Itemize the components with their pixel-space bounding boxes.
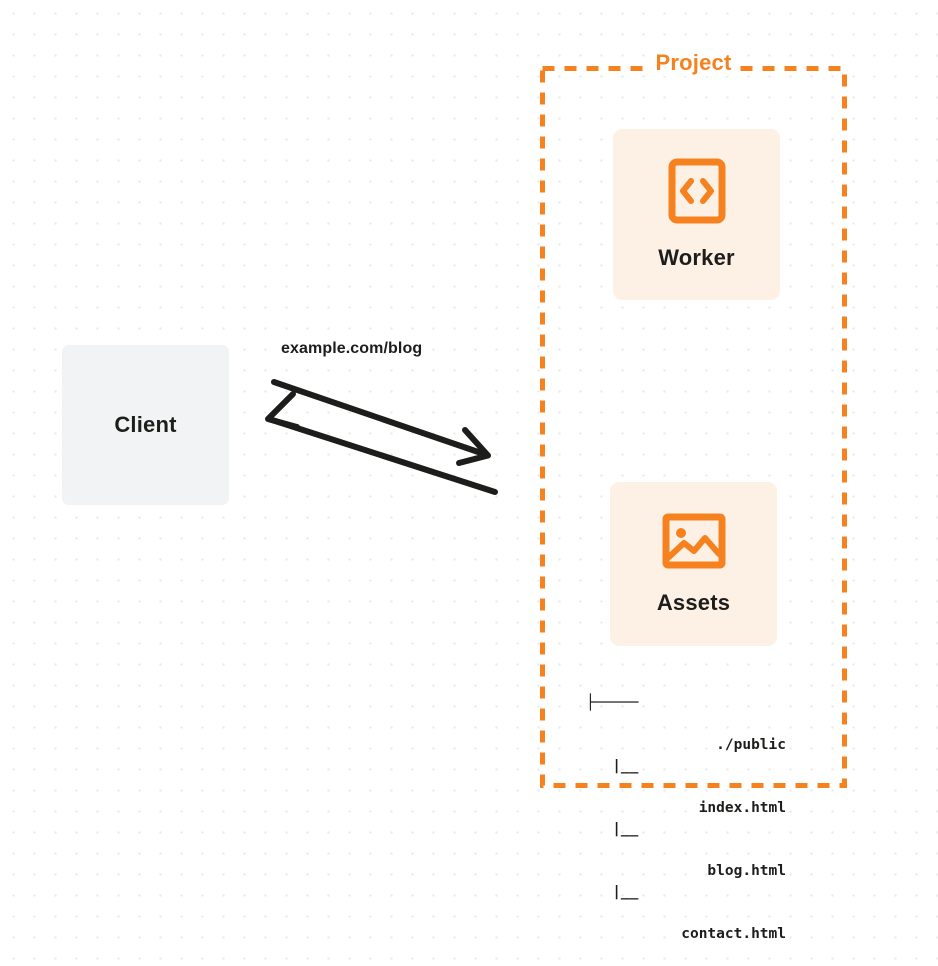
worker-label: Worker (658, 245, 735, 270)
client-label: Client (114, 412, 177, 437)
response-arrow-icon (265, 391, 498, 495)
diagram-canvas: Client example.com/blog Project (62, 50, 847, 942)
file-tree-path: blog.html (707, 863, 786, 879)
connection-arrows-svg (265, 379, 498, 495)
assets-file-tree: ├───── ./public |__ index.html |__ blog.… (586, 651, 786, 945)
connection-group: example.com/blog (255, 330, 520, 520)
tree-branch-glyph: ├───── (586, 695, 639, 711)
tree-branch-glyph: |__ (586, 884, 639, 900)
file-tree-path: ./public (716, 737, 786, 753)
connection-url-label: example.com/blog (281, 340, 423, 357)
project-dashed-border (540, 66, 847, 788)
file-tree-path: contact.html (681, 926, 786, 942)
assets-card[interactable]: Assets (610, 482, 777, 646)
tree-branch-glyph: |__ (586, 821, 639, 837)
code-brackets-icon (668, 158, 726, 229)
request-arrow-icon (271, 379, 491, 466)
image-icon (662, 513, 726, 574)
file-tree-path: index.html (698, 800, 786, 816)
assets-label: Assets (656, 589, 731, 615)
file-tree-row: |__ contact.html (586, 882, 786, 942)
worker-card[interactable]: Worker (613, 129, 780, 300)
file-tree-row: ├───── ./public (586, 693, 786, 753)
project-title: Project (648, 50, 739, 76)
client-node[interactable]: Client (62, 345, 229, 505)
file-tree-row: |__ index.html (586, 756, 786, 816)
tree-branch-glyph: |__ (586, 758, 639, 774)
file-tree-row: |__ blog.html (586, 819, 786, 879)
project-container[interactable]: Project Worker Assets (540, 50, 847, 942)
